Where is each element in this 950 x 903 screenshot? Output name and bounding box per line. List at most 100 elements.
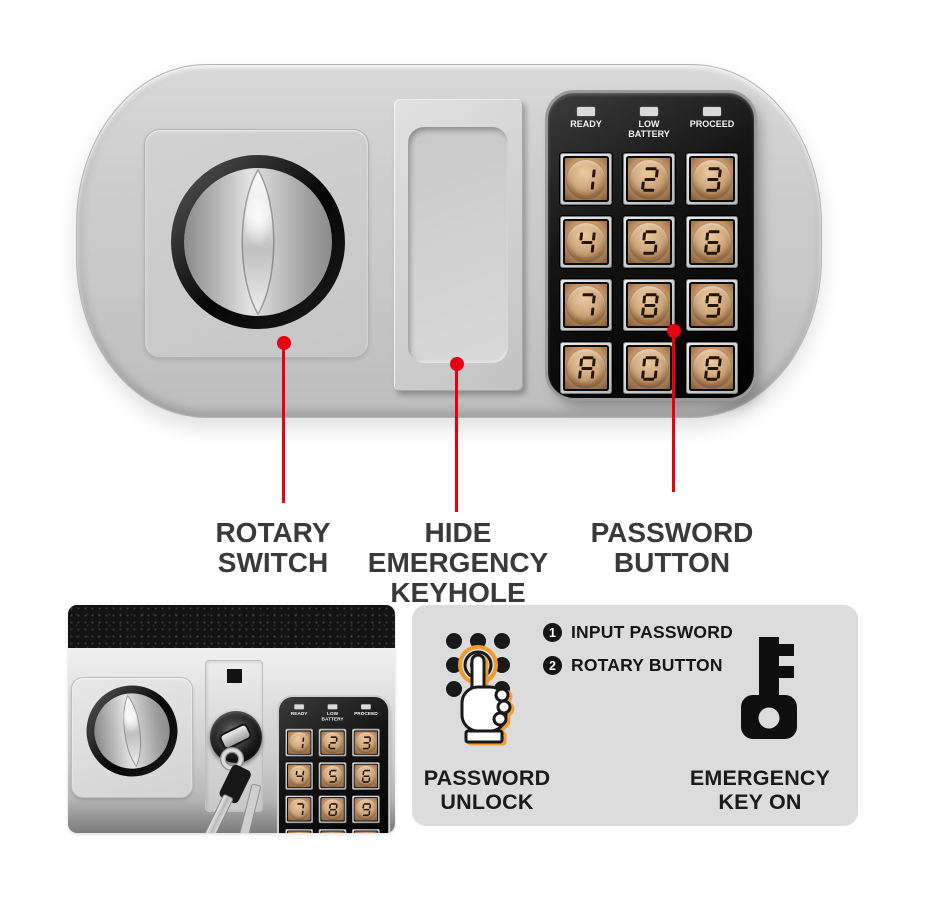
- key-digit: [691, 158, 733, 200]
- key-digit: [288, 798, 310, 820]
- key-face: [354, 764, 378, 788]
- key-digit: [565, 221, 607, 263]
- callout-line-rotary: [282, 343, 285, 503]
- indicator-led: [703, 107, 721, 116]
- key-face: [321, 764, 344, 788]
- keypad-indicator-ready: READY: [285, 704, 313, 728]
- callout-dot-keyhole: [450, 357, 464, 371]
- keypad-key-9: [686, 279, 738, 331]
- key-digit: [628, 158, 670, 200]
- key-face: [321, 731, 344, 754]
- key-digit: [355, 832, 377, 833]
- key-face: [354, 731, 378, 754]
- key-dome: [289, 799, 310, 820]
- key-digit: [288, 832, 310, 833]
- indicator-led: [294, 704, 304, 710]
- indicator-label: PROCEED: [689, 119, 735, 129]
- key-face: [288, 764, 311, 788]
- key-digit: [691, 221, 733, 263]
- key-digit: [691, 347, 733, 389]
- key-face: [288, 798, 311, 821]
- key-digit: [628, 221, 670, 263]
- key-digit: [565, 284, 607, 326]
- key-face: [565, 347, 607, 389]
- keypad-press-icon: [446, 633, 512, 744]
- key-digit: [355, 798, 377, 820]
- key-digit: [321, 765, 343, 787]
- keypad-key-4: [285, 762, 313, 790]
- key-digit: [691, 284, 733, 326]
- step-label: ROTARY BUTTON: [571, 655, 723, 675]
- keypad-indicator-ready: READY: [560, 107, 612, 153]
- photo-hanging-keys: [206, 747, 261, 833]
- callout-label-hide-emergency-keyhole: HIDE EMERGENCY KEYHOLE: [367, 517, 549, 608]
- photo-rotary-knob: [81, 680, 184, 783]
- keypad-key-B: [352, 828, 380, 833]
- password-unlock-caption: PASSWORD UNLOCK: [423, 766, 551, 814]
- key-face: [628, 284, 670, 326]
- keypad-key-9: [352, 795, 380, 824]
- key-digit: [565, 347, 607, 389]
- key-face: [565, 158, 607, 200]
- key-grid: [285, 728, 381, 833]
- key-face: [691, 221, 733, 263]
- keypad-key-2: [318, 728, 347, 757]
- indicator-label: LOW BATTERY: [628, 119, 670, 139]
- rotary-knob: [170, 154, 346, 330]
- indicator-row: READY LOW BATTERY PROCEED: [285, 704, 381, 728]
- keypad-key-6: [686, 216, 738, 268]
- emergency-key-caption: EMERGENCY KEY ON: [689, 766, 831, 814]
- key-digit: [288, 765, 310, 787]
- keypad-key-3: [686, 153, 738, 205]
- key-face: [321, 831, 344, 833]
- key-face: [628, 221, 670, 263]
- key-face: [288, 731, 311, 754]
- step-item: 1 INPUT PASSWORD: [543, 622, 733, 643]
- emergency-key-icon: [741, 637, 797, 739]
- keypad-indicator-low-battery: LOW BATTERY: [319, 704, 347, 728]
- callout-label-password-button: PASSWORD BUTTON: [590, 517, 754, 578]
- photo-keypad-area: READY LOW BATTERY PROCEED: [279, 697, 391, 833]
- step-label: INPUT PASSWORD: [571, 622, 733, 642]
- safe-photo-front: READY LOW BATTERY PROCEED: [68, 648, 395, 833]
- keypad-key-5: [318, 762, 347, 790]
- keypad-key-B: [686, 342, 738, 394]
- instruction-panel: 1 INPUT PASSWORD 2 ROTARY BUTTON PASSWOR…: [412, 605, 858, 826]
- lock-panel-illustration: READY LOW BATTERY PROCEED: [76, 64, 822, 418]
- callout-line-password: [672, 331, 675, 492]
- key-face: [354, 831, 378, 833]
- indicator-label: PROCEED: [354, 710, 378, 717]
- key-face: [691, 284, 733, 326]
- keypad-key-8: [318, 795, 347, 824]
- keypad-key-1: [560, 153, 612, 205]
- safe-photo-top-band: [68, 605, 395, 648]
- key-digit: [628, 284, 670, 326]
- rotary-knob-graphic: [171, 155, 345, 329]
- indicator-label: LOW BATTERY: [321, 710, 344, 722]
- key-face: [691, 158, 733, 200]
- callout-label-rotary-switch: ROTARY SWITCH: [215, 517, 331, 578]
- key-digit: [321, 731, 343, 753]
- callout-dot-rotary: [277, 336, 291, 350]
- key-face: [628, 158, 670, 200]
- keypad-key-7: [560, 279, 612, 331]
- key-face: [628, 347, 670, 389]
- callout-line-keyhole: [455, 364, 458, 512]
- photo-keypad: READY LOW BATTERY PROCEED: [279, 697, 389, 833]
- indicator-led: [577, 107, 595, 116]
- keypad-key-0: [318, 828, 347, 833]
- indicator-label: READY: [290, 710, 308, 717]
- emergency-keyhole-cover: [394, 99, 523, 391]
- key-dome: [289, 732, 310, 753]
- key-digit: [565, 158, 607, 200]
- safe-photo: READY LOW BATTERY PROCEED: [68, 605, 395, 833]
- step-item: 2 ROTARY BUTTON: [543, 655, 733, 676]
- indicator-led: [361, 704, 371, 710]
- key-face: [354, 798, 378, 821]
- key-grid: [560, 153, 742, 394]
- keypad: READY LOW BATTERY PROCEED: [548, 93, 754, 398]
- key-digit: [355, 765, 377, 787]
- key-digit: [355, 731, 377, 753]
- key-face: [288, 831, 311, 833]
